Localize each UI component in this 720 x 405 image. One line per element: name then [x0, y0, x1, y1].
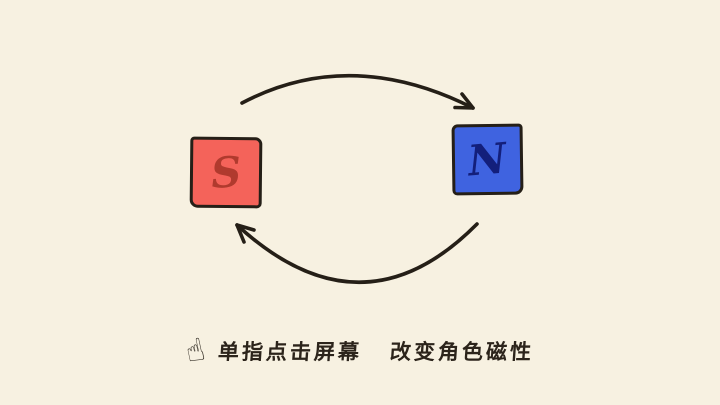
caption-effect: 改变角色磁性: [389, 340, 536, 364]
caption-instruction: 单指点击屏幕: [217, 340, 364, 364]
magnet-north-label: N: [466, 132, 509, 186]
bottom-arc-arrow: [235, 222, 479, 285]
magnet-north-node: N: [451, 123, 524, 196]
top-arc-arrow: [240, 73, 475, 110]
tap-hand-icon: ☝: [181, 330, 208, 371]
magnet-south-label: S: [209, 146, 243, 198]
magnet-south-node: S: [189, 136, 263, 209]
caption: ☝ 单指点击屏幕 改变角色磁性: [0, 331, 720, 371]
